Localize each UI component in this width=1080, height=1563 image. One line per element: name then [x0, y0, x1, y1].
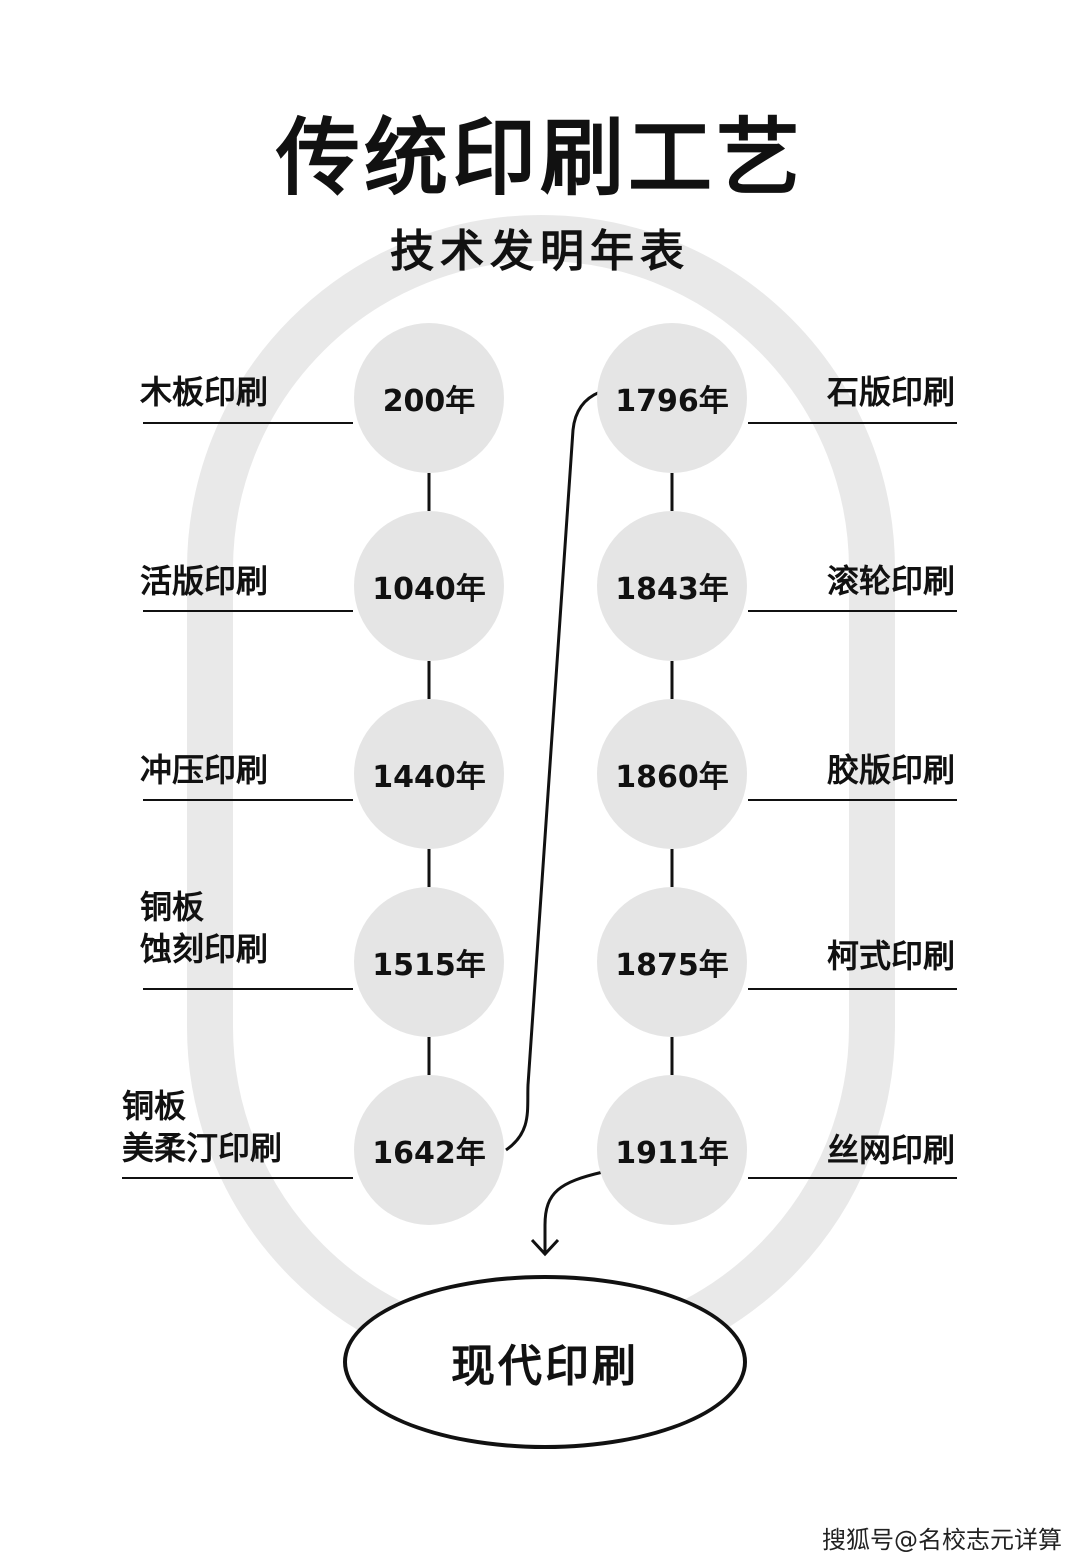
- technique-label-text: 木板印刷: [140, 373, 269, 411]
- technique-label-text: 胶版印刷: [826, 751, 955, 789]
- page-subtitle: 技术发明年表: [390, 226, 690, 277]
- technique-label-left-2: 活版印刷: [140, 560, 268, 602]
- arrow-head-icon: [530, 1238, 560, 1257]
- year-circle-left-2: 1040年: [354, 511, 504, 661]
- technique-label-right-4: 柯式印刷: [827, 935, 955, 977]
- technique-label-text: 美柔汀印刷: [122, 1129, 283, 1167]
- technique-label-right-3: 胶版印刷: [827, 749, 955, 791]
- watermark: 搜狐号@名校志元详算: [822, 1526, 1062, 1554]
- modern-printing-node: 现代印刷: [343, 1275, 747, 1449]
- technique-label-right-5: 丝网印刷: [827, 1129, 955, 1171]
- technique-label-text: 铜板: [122, 1087, 187, 1125]
- year-circle-left-5: 1642年: [354, 1075, 504, 1225]
- year-circle-right-1: 1796年: [597, 323, 747, 473]
- technique-label-text: 丝网印刷: [826, 1131, 955, 1169]
- year-circle-right-2: 1843年: [597, 511, 747, 661]
- technique-label-left-1: 木板印刷: [140, 371, 268, 413]
- year-circle-right-4: 1875年: [597, 887, 747, 1037]
- year-circle-right-5: 1911年: [597, 1075, 747, 1225]
- technique-label-left-4: 铜板 蚀刻印刷: [140, 886, 268, 970]
- left-underlines: [122, 422, 353, 1179]
- technique-label-text: 冲压印刷: [140, 751, 269, 789]
- background-track: [187, 215, 895, 1381]
- technique-label-text: 活版印刷: [140, 562, 269, 600]
- technique-label-text: 石版印刷: [826, 373, 955, 411]
- technique-label-text: 铜板: [140, 888, 205, 926]
- year-circle-left-4: 1515年: [354, 887, 504, 1037]
- arrow-curve: [543, 1170, 604, 1252]
- year-circle-left-3: 1440年: [354, 699, 504, 849]
- technique-label-right-1: 石版印刷: [827, 371, 955, 413]
- technique-label-left-5: 铜板 美柔汀印刷: [122, 1085, 282, 1169]
- page-title: 传统印刷工艺: [275, 109, 804, 207]
- right-underlines: [748, 422, 957, 1179]
- technique-label-left-3: 冲压印刷: [140, 749, 268, 791]
- technique-label-text: 蚀刻印刷: [140, 930, 269, 968]
- technique-label-right-2: 滚轮印刷: [827, 560, 955, 602]
- year-circle-right-3: 1860年: [597, 699, 747, 849]
- technique-label-text: 滚轮印刷: [826, 562, 955, 600]
- technique-label-text: 柯式印刷: [826, 937, 955, 975]
- link-curve: [505, 390, 601, 1152]
- year-circle-left-1: 200年: [354, 323, 504, 473]
